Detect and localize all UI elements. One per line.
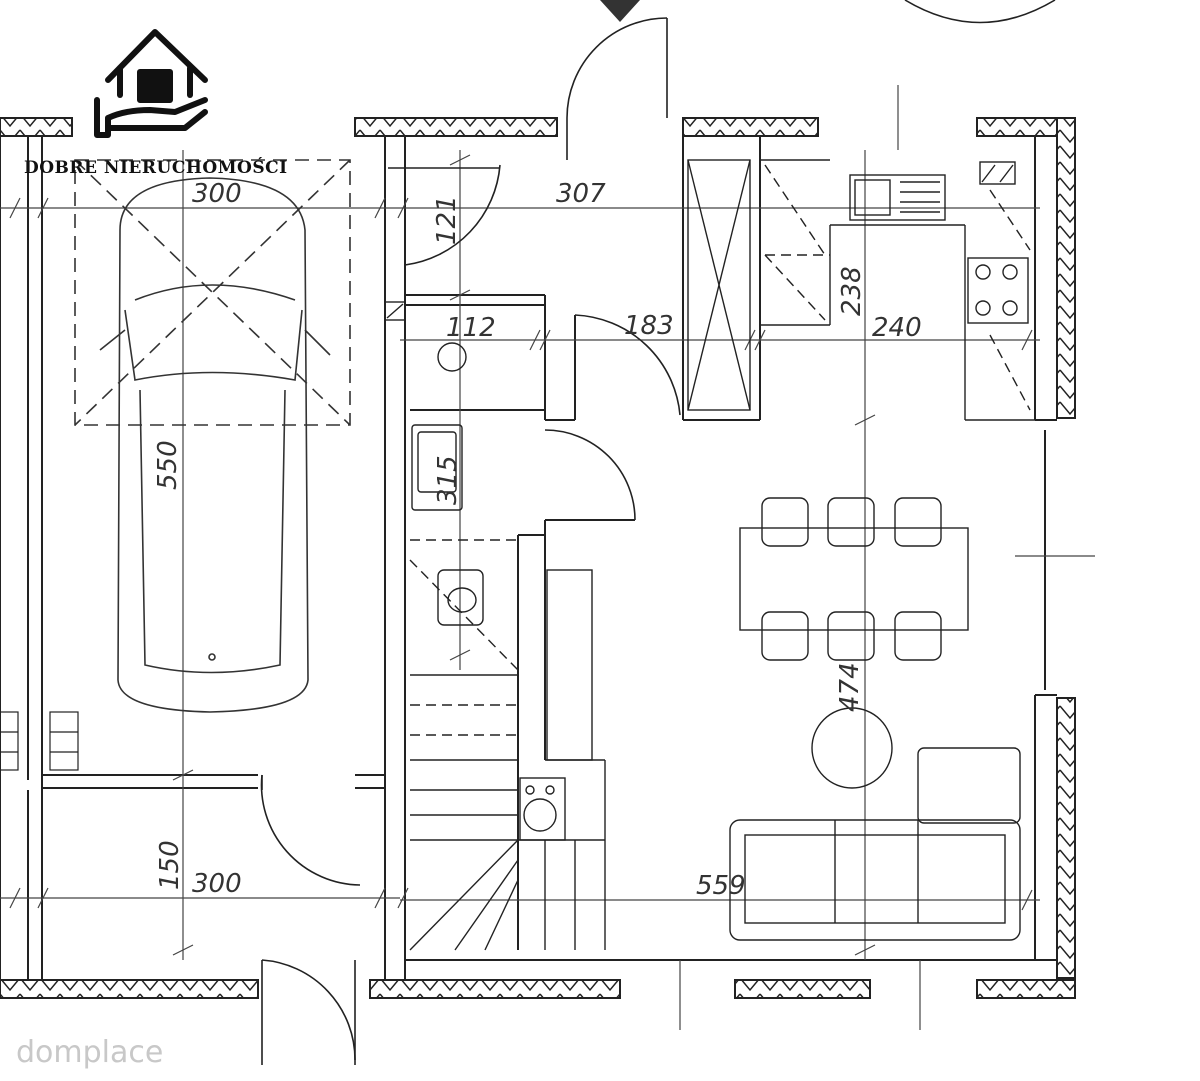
kitchen bbox=[687, 159, 1035, 421]
dim-garage-lower-width: 300 bbox=[192, 869, 242, 899]
doors bbox=[260, 17, 681, 1065]
dim-garage-lower-depth: 150 bbox=[155, 840, 185, 890]
dim-living-depth: 474 bbox=[835, 662, 865, 712]
living-furniture bbox=[729, 707, 1021, 941]
chairs-top bbox=[761, 497, 942, 547]
interior-walls bbox=[0, 136, 1057, 980]
dim-living-width: 559 bbox=[696, 871, 746, 901]
terrace-arc bbox=[904, 0, 1056, 24]
storage-boxes bbox=[0, 711, 79, 771]
dimension-labels: 300 550 300 150 307 121 112 315 183 240 … bbox=[153, 179, 922, 901]
dim-garage-length: 550 bbox=[153, 440, 183, 490]
dim-wc-width: 112 bbox=[446, 313, 496, 343]
dimension-lines bbox=[0, 85, 1095, 1030]
dim-kitchen-depth: 238 bbox=[837, 266, 867, 316]
exterior-walls bbox=[0, 117, 1076, 999]
entrance-arrow-icon bbox=[600, 0, 640, 22]
dim-bath-depth: 315 bbox=[433, 455, 463, 505]
dim-corridor-width: 183 bbox=[624, 311, 674, 341]
washing-machine bbox=[519, 777, 566, 841]
logo: DOBRE NIERUCHOMOŚCI bbox=[24, 29, 288, 178]
dim-hall-width: 307 bbox=[556, 179, 606, 209]
dim-kitchen-width: 240 bbox=[872, 313, 922, 343]
chairs-bottom bbox=[761, 611, 942, 661]
logo-text: DOBRE NIERUCHOMOŚCI bbox=[24, 157, 288, 178]
watermark-text: domplace bbox=[16, 1035, 163, 1070]
dining-set bbox=[739, 497, 969, 661]
dim-garage-width: 300 bbox=[192, 179, 242, 209]
house-in-hand-icon bbox=[94, 29, 208, 138]
bathroom-fixtures bbox=[384, 301, 484, 626]
staircase bbox=[409, 539, 606, 951]
car bbox=[74, 159, 351, 713]
dim-hall-depth: 121 bbox=[432, 195, 462, 245]
